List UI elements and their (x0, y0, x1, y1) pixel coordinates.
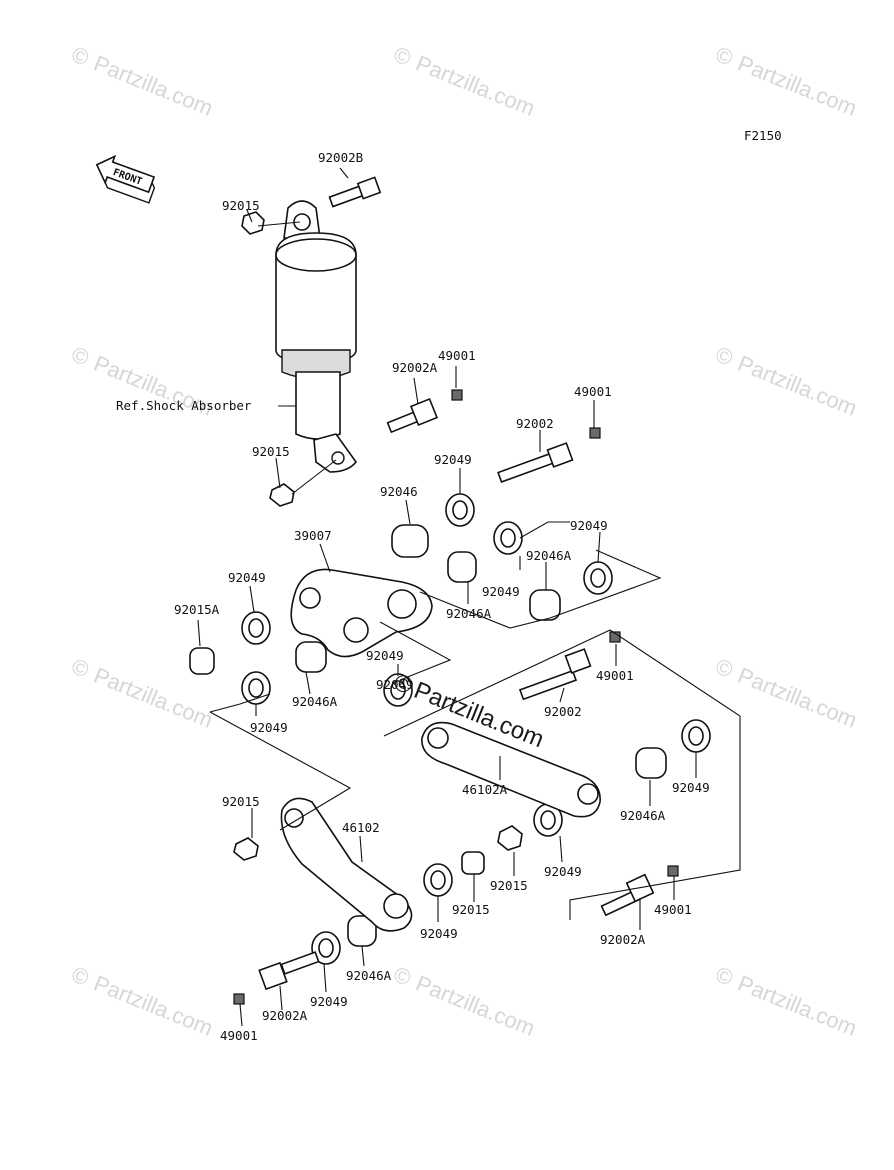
leader-lines (197, 167, 741, 1027)
watermark: ©Partzilla.com (712, 41, 860, 120)
part-label: 92002 (516, 416, 554, 431)
grease-fitting-lower-right (667, 865, 679, 877)
watermark-text: Partzilla.com (734, 970, 860, 1040)
part-label: 92015A (174, 602, 220, 617)
watermark: ©Partzilla.com (712, 341, 860, 420)
part-label: 92046A (446, 606, 492, 621)
rocker-arm-39007 (290, 568, 433, 658)
part-label: 39007 (294, 528, 332, 543)
part-label: 92049 (250, 720, 288, 735)
bolt-92002A-lower-right (600, 873, 655, 917)
bolt-92002-lower (518, 648, 592, 701)
watermark-copyright-symbol: © (390, 41, 414, 70)
part-label: 92049 (376, 677, 414, 692)
tie-rod-46102 (280, 797, 413, 932)
watermark-copyright-symbol: © (712, 961, 736, 990)
shock-absorber (275, 200, 358, 473)
watermark-text: Partzilla.com (734, 50, 860, 120)
nut-92015-mid (269, 483, 295, 507)
part-label: 92046A (620, 808, 666, 823)
watermark-copyright-symbol: © (712, 653, 736, 682)
part-label: 92049 (420, 926, 458, 941)
part-label: 46102A (462, 782, 508, 797)
part-label: 92015 (222, 794, 260, 809)
bolt-92002A-top (386, 397, 439, 434)
watermark: ©Partzilla.com (68, 961, 216, 1040)
grease-fitting-right (589, 427, 601, 439)
watermark-text: Partzilla.com (734, 662, 860, 732)
watermark: ©Partzilla.com (390, 961, 538, 1040)
watermark-text: Partzilla.com (412, 50, 538, 120)
watermark-copyright-symbol: © (68, 961, 92, 990)
part-label: 92002A (392, 360, 438, 375)
part-label: 49001 (654, 902, 692, 917)
part-label: 92049 (482, 584, 520, 599)
part-label: 92046A (292, 694, 338, 709)
part-label: 92049 (570, 518, 608, 533)
part-label: 92002A (262, 1008, 308, 1023)
watermark-text: Partzilla.com (90, 50, 216, 120)
figure-code: F2150 (744, 128, 782, 143)
watermark: ©Partzilla.com (68, 41, 216, 120)
front-arrow: FRONT (95, 154, 156, 204)
part-label: 92046 (380, 484, 418, 499)
part-label: 92049 (366, 648, 404, 663)
part-label: 49001 (596, 668, 634, 683)
part-label: 92049 (544, 864, 582, 879)
part-label: 92015 (222, 198, 260, 213)
part-label: 92002 (544, 704, 582, 719)
part-label: 92002B (318, 150, 363, 165)
bolt-92002A-lower-left (258, 951, 320, 991)
part-label: 49001 (574, 384, 612, 399)
part-label: 92049 (434, 452, 472, 467)
bolt-92002B (328, 176, 382, 208)
part-label: 92015 (452, 902, 490, 917)
watermark: ©Partzilla.com (712, 961, 860, 1040)
watermark-copyright-symbol: © (712, 41, 736, 70)
watermark-copyright-symbol: © (68, 653, 92, 682)
part-label: 46102 (342, 820, 380, 835)
watermark-copyright-symbol: © (390, 961, 414, 990)
watermark-text: Partzilla.com (734, 350, 860, 420)
watermark-copyright-symbol: © (68, 341, 92, 370)
bolt-92002-upper (497, 442, 574, 483)
reference-label: Ref.Shock Absorber (116, 398, 252, 413)
watermark-copyright-symbol: © (712, 341, 736, 370)
grease-fitting-top (451, 389, 463, 401)
part-labels: 92002B 92015 92002A 49001 49001 92002 92… (174, 150, 710, 1043)
grease-fitting-lower-left (233, 993, 245, 1005)
part-label: 92002A (600, 932, 646, 947)
watermark-layer: ©Partzilla.com©Partzilla.com©Partzilla.c… (68, 41, 860, 1040)
part-label: 92046A (526, 548, 572, 563)
part-label: 92015 (490, 878, 528, 893)
part-label: 92049 (672, 780, 710, 795)
part-label: 92049 (228, 570, 266, 585)
nut-92015-top (241, 211, 265, 235)
watermark: ©Partzilla.com (390, 41, 538, 120)
bushings (189, 493, 711, 965)
part-label: 49001 (220, 1028, 258, 1043)
part-label: 92046A (346, 968, 392, 983)
watermark-text: Partzilla.com (412, 970, 538, 1040)
watermark: ©Partzilla.com (712, 653, 860, 732)
tie-rod-46102A (421, 721, 601, 818)
part-label: 92049 (310, 994, 348, 1009)
part-label: 92015 (252, 444, 290, 459)
watermark-text: Partzilla.com (90, 970, 216, 1040)
watermark-copyright-symbol: © (68, 41, 92, 70)
part-label: 49001 (438, 348, 476, 363)
